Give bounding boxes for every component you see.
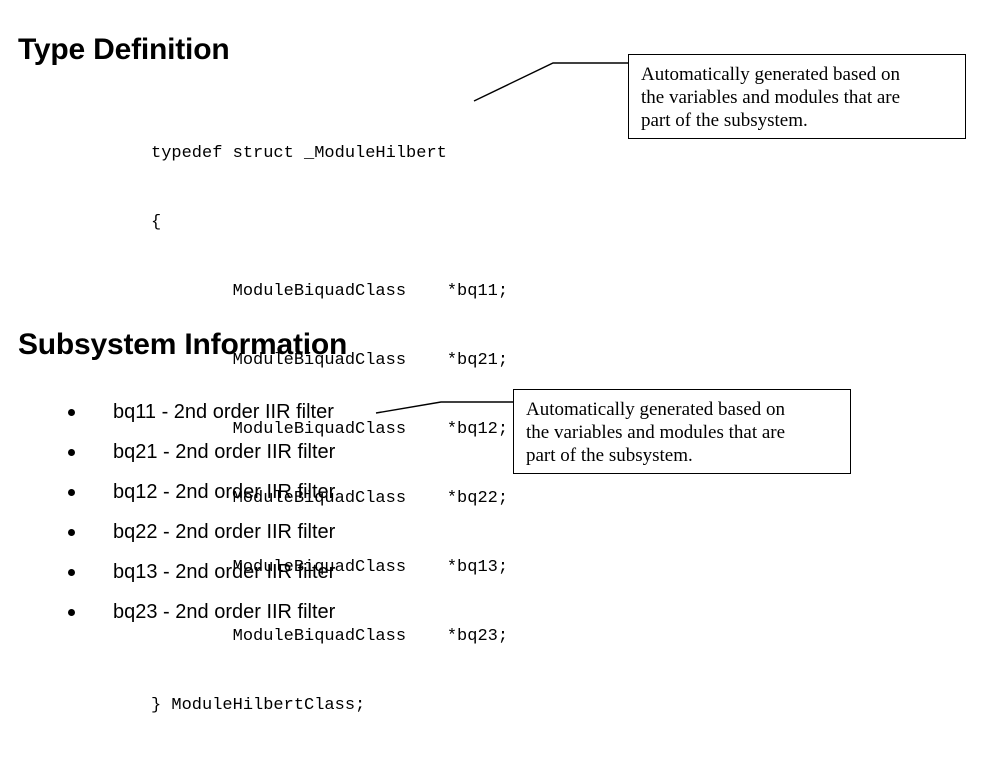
list-item: bq22 - 2nd order IIR filter — [62, 512, 482, 552]
bullet-dot-icon — [68, 488, 75, 496]
page-title-subsystem-information: Subsystem Information — [18, 328, 348, 361]
callout-line: the variables and modules that are — [526, 422, 786, 443]
code-line: ModuleBiquadClass *bq22; — [151, 489, 509, 508]
code-line: ModuleBiquadClass *bq13; — [151, 558, 509, 577]
callout-line: Automatically generated based on — [526, 399, 786, 420]
subsystem-bullet-list: bq11 - 2nd order IIR filter bq21 - 2nd o… — [62, 392, 482, 632]
bullet-dot-icon — [68, 408, 75, 416]
list-item: bq13 - 2nd order IIR filter — [62, 552, 482, 592]
bullet-dot-icon — [68, 528, 75, 536]
bullet-dot-icon — [68, 568, 75, 576]
code-line: ModuleBiquadClass *bq21; — [151, 351, 509, 370]
callout-line: part of the subsystem. — [526, 445, 693, 466]
callout-line: part of the subsystem. — [641, 110, 808, 131]
list-item-label: bq13 - 2nd order IIR filter — [113, 561, 336, 583]
slide-canvas: Type Definition typedef struct _ModuleHi… — [18, 33, 966, 715]
list-item-label: bq21 - 2nd order IIR filter — [113, 441, 336, 463]
code-line: { — [151, 213, 162, 232]
code-line: ModuleBiquadClass *bq23; — [151, 627, 509, 646]
callout-line: the variables and modules that are — [641, 87, 901, 108]
list-item: bq21 - 2nd order IIR filter — [62, 432, 482, 472]
list-item-label: bq11 - 2nd order IIR filter — [113, 401, 334, 423]
bullet-dot-icon — [68, 448, 75, 456]
callout-line: Automatically generated based on — [641, 64, 901, 85]
list-item: bq23 - 2nd order IIR filter — [62, 592, 482, 632]
code-line: typedef struct _ModuleHilbert — [151, 144, 447, 163]
bullet-dot-icon — [68, 608, 75, 616]
list-item-label: bq23 - 2nd order IIR filter — [113, 601, 336, 623]
list-item: bq11 - 2nd order IIR filter — [62, 392, 482, 432]
code-line: ModuleBiquadClass *bq11; — [151, 282, 509, 301]
code-line: ModuleBiquadClass *bq12; — [151, 420, 509, 439]
callout-note-subsystem-information: Automatically generated based on the var… — [513, 389, 851, 474]
code-line: } ModuleHilbertClass; — [151, 696, 366, 715]
list-item-label: bq12 - 2nd order IIR filter — [113, 481, 336, 503]
list-item: bq12 - 2nd order IIR filter — [62, 472, 482, 512]
list-item-label: bq22 - 2nd order IIR filter — [113, 521, 336, 543]
callout-note-type-definition: Automatically generated based on the var… — [628, 54, 966, 139]
page-title-type-definition: Type Definition — [18, 33, 230, 66]
